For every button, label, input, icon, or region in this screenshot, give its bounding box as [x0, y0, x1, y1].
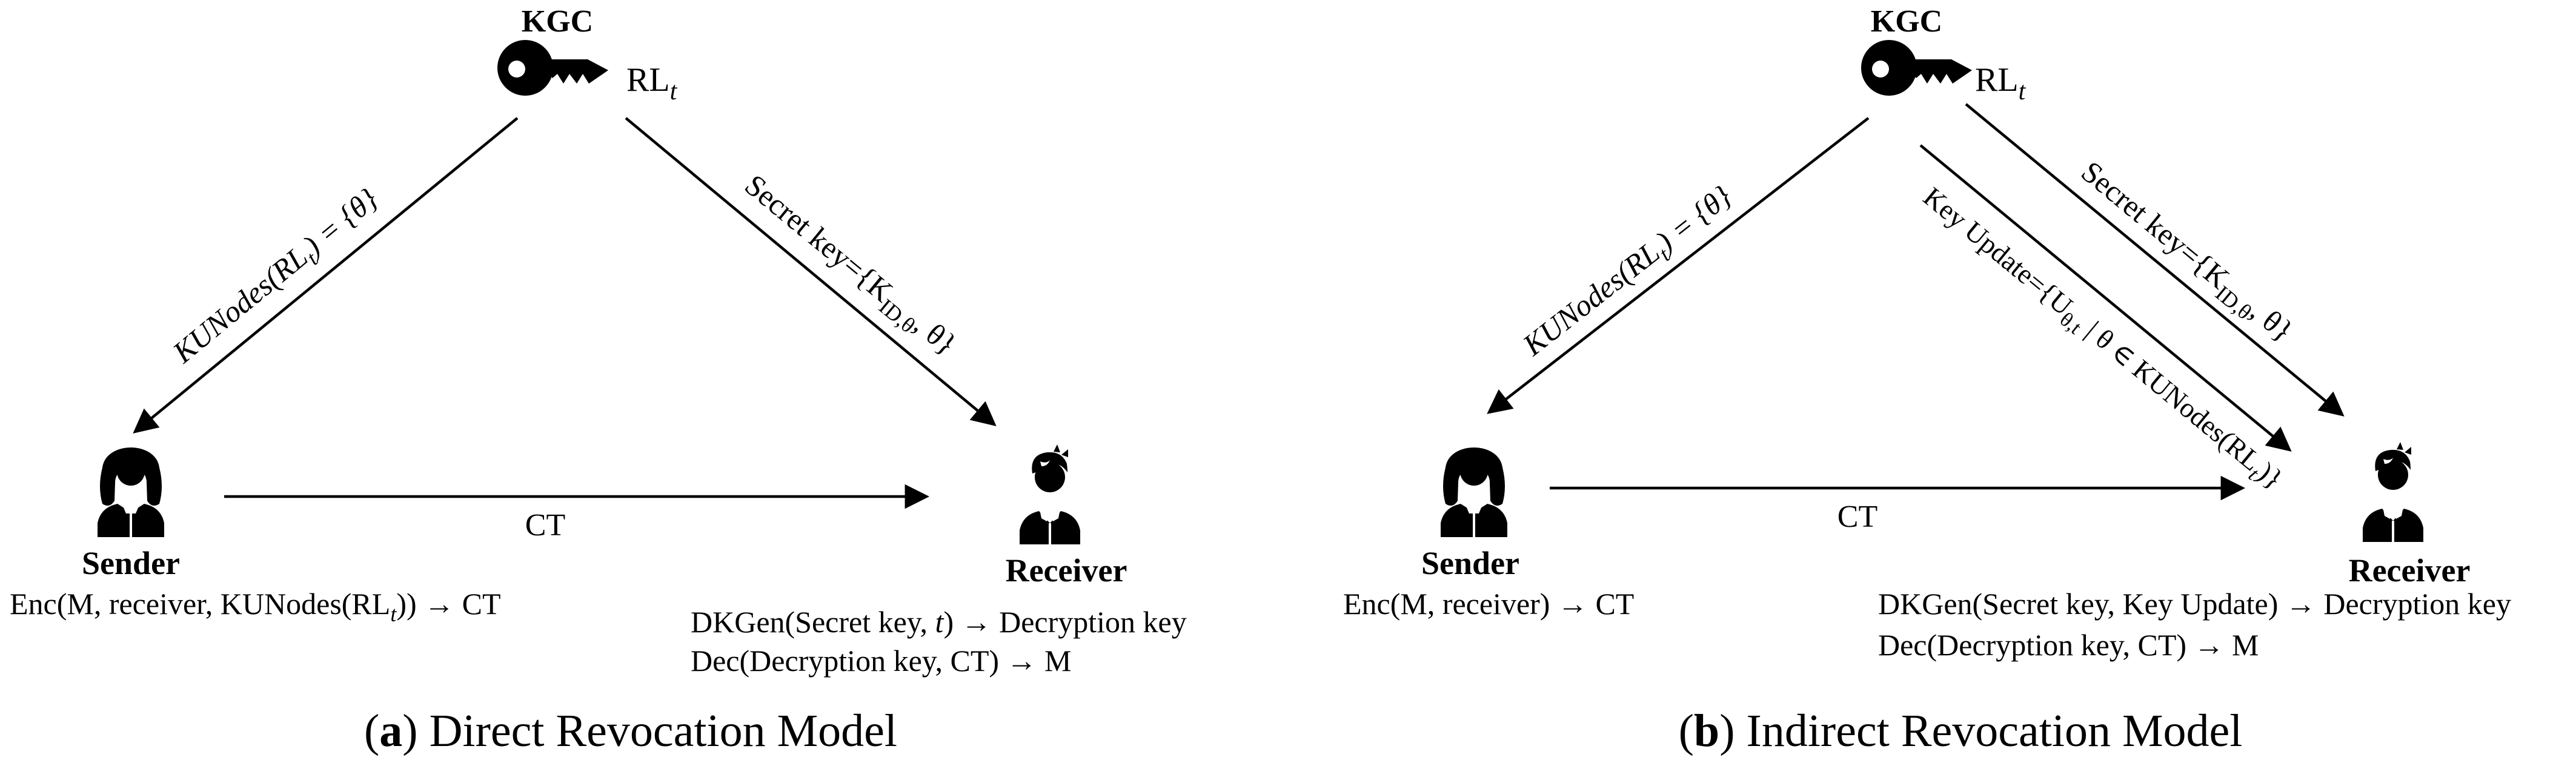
secret-key-arrow-label-a: Secret key={KID,θ, θ} — [735, 168, 963, 366]
ct-label-b: CT — [1837, 500, 1877, 534]
receiver-icon-a — [1020, 444, 1080, 544]
diagram-a: KGC RLt KUNodes(RLt) = {θ} Secret key={K… — [10, 4, 1187, 756]
kgc-key-icon-a — [497, 40, 608, 96]
key-update-arrow-label-b: Key Update={Uθ,t | θ ∈ KUNodes(RLt)} — [1914, 181, 2289, 499]
revocation-list-label-b: RLt — [1975, 61, 2027, 105]
ct-label-a: CT — [525, 508, 565, 543]
receiver-dkgen-formula-b: DKGen(Secret key, Key Update) → Decrypti… — [1878, 587, 2511, 621]
kunodes-arrow-b — [1487, 117, 1870, 414]
kgc-key-icon-b — [1861, 40, 1972, 96]
revocation-list-label-a: RLt — [626, 61, 678, 105]
caption-b: (b) Indirect Revocation Model — [1679, 705, 2243, 756]
receiver-dec-formula-b: Dec(Decryption key, CT) → M — [1878, 628, 2259, 662]
diagram-b: KGC RLt KUNodes(RLt) = {θ} Secret key={K… — [1343, 4, 2511, 756]
sender-label-a: Sender — [82, 545, 180, 581]
receiver-dkgen-formula-a: DKGen(Secret key, t) → Decryption key — [691, 605, 1187, 639]
caption-a: (a) Direct Revocation Model — [364, 705, 897, 756]
kunodes-arrow-label-b: KUNodes(RLt) = {θ} — [1516, 179, 1741, 366]
sender-label-b: Sender — [1421, 545, 1519, 581]
receiver-label-b: Receiver — [2349, 552, 2471, 589]
sender-enc-formula-b: Enc(M, receiver) → CT — [1343, 587, 1634, 621]
kgc-label-a: KGC — [522, 4, 593, 39]
receiver-dec-formula-a: Dec(Decryption key, CT) → M — [691, 644, 1072, 678]
sender-icon-a — [98, 447, 164, 537]
receiver-icon-b — [2363, 442, 2423, 542]
sender-icon-b — [1441, 447, 1507, 537]
sender-enc-formula-a: Enc(M, receiver, KUNodes(RLt)) → CT — [10, 587, 501, 626]
secret-key-arrow-a — [625, 117, 997, 426]
secret-key-arrow-b — [1965, 103, 2345, 417]
kgc-label-b: KGC — [1871, 4, 1942, 39]
kunodes-arrow-a — [133, 117, 519, 434]
kunodes-arrow-label-a: KUNodes(RLt) = {θ} — [166, 182, 388, 374]
key-update-arrow-b — [1919, 144, 2292, 452]
receiver-label-a: Receiver — [1006, 552, 1127, 589]
